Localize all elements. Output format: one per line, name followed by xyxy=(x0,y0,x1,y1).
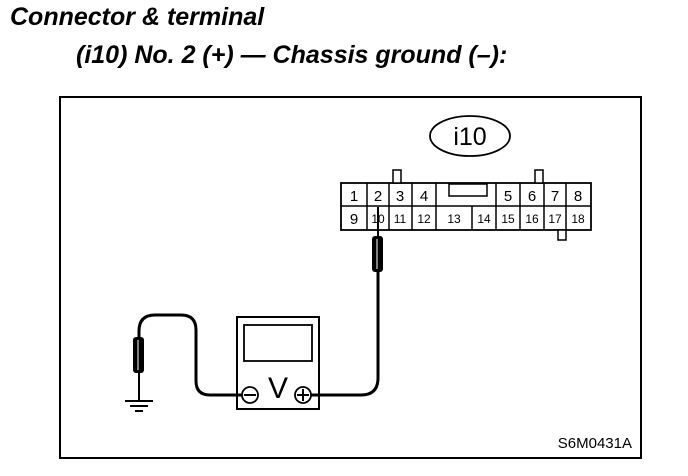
pin-label: 7 xyxy=(551,188,559,205)
voltmeter-body xyxy=(236,316,320,410)
voltmeter-display xyxy=(243,324,313,362)
diagram-frame xyxy=(59,96,642,459)
figure-id: S6M0431A xyxy=(558,435,632,452)
pin-label: 14 xyxy=(477,212,491,226)
chassis-ground-icon xyxy=(125,400,153,412)
voltmeter: V xyxy=(236,316,320,410)
pin-label: 6 xyxy=(528,188,536,205)
pin-label: 9 xyxy=(350,211,358,228)
connector-i10: 1 2 3 4 5 6 7 8 9 10 11 12 13 14 15 16 1… xyxy=(340,169,592,241)
connector-label: i10 xyxy=(453,123,486,151)
connector-tab xyxy=(534,169,544,184)
pin-label: 15 xyxy=(501,212,515,226)
negative-probe xyxy=(133,337,144,400)
negative-lead xyxy=(137,313,242,397)
connector-label-ellipse xyxy=(429,115,511,157)
heading-line-2: (i10) No. 2 (+) — Chassis ground (–): xyxy=(76,41,508,69)
pin-label: 16 xyxy=(525,212,539,226)
connector-tab xyxy=(392,169,402,184)
connector-tab xyxy=(557,229,567,241)
pin-label: 5 xyxy=(504,188,512,205)
pin-label: 11 xyxy=(394,212,407,226)
pin-label: 1 xyxy=(350,188,358,205)
pin-label: 17 xyxy=(548,212,562,226)
pin-label: 2 xyxy=(374,188,382,205)
heading-line-1: Connector & terminal xyxy=(10,3,265,31)
pin-label: 13 xyxy=(447,212,461,226)
pin-label: 12 xyxy=(417,212,431,226)
pin-label: 3 xyxy=(396,188,404,205)
voltmeter-symbol: V xyxy=(268,372,288,405)
pin-label: 18 xyxy=(571,212,585,226)
positive-lead xyxy=(305,272,380,397)
plus-circle-icon xyxy=(294,386,312,404)
connector-key xyxy=(448,183,488,197)
positive-probe xyxy=(372,207,383,272)
pin-label: 8 xyxy=(574,188,582,205)
pin-label: 4 xyxy=(420,188,428,205)
minus-circle-icon xyxy=(241,386,259,404)
